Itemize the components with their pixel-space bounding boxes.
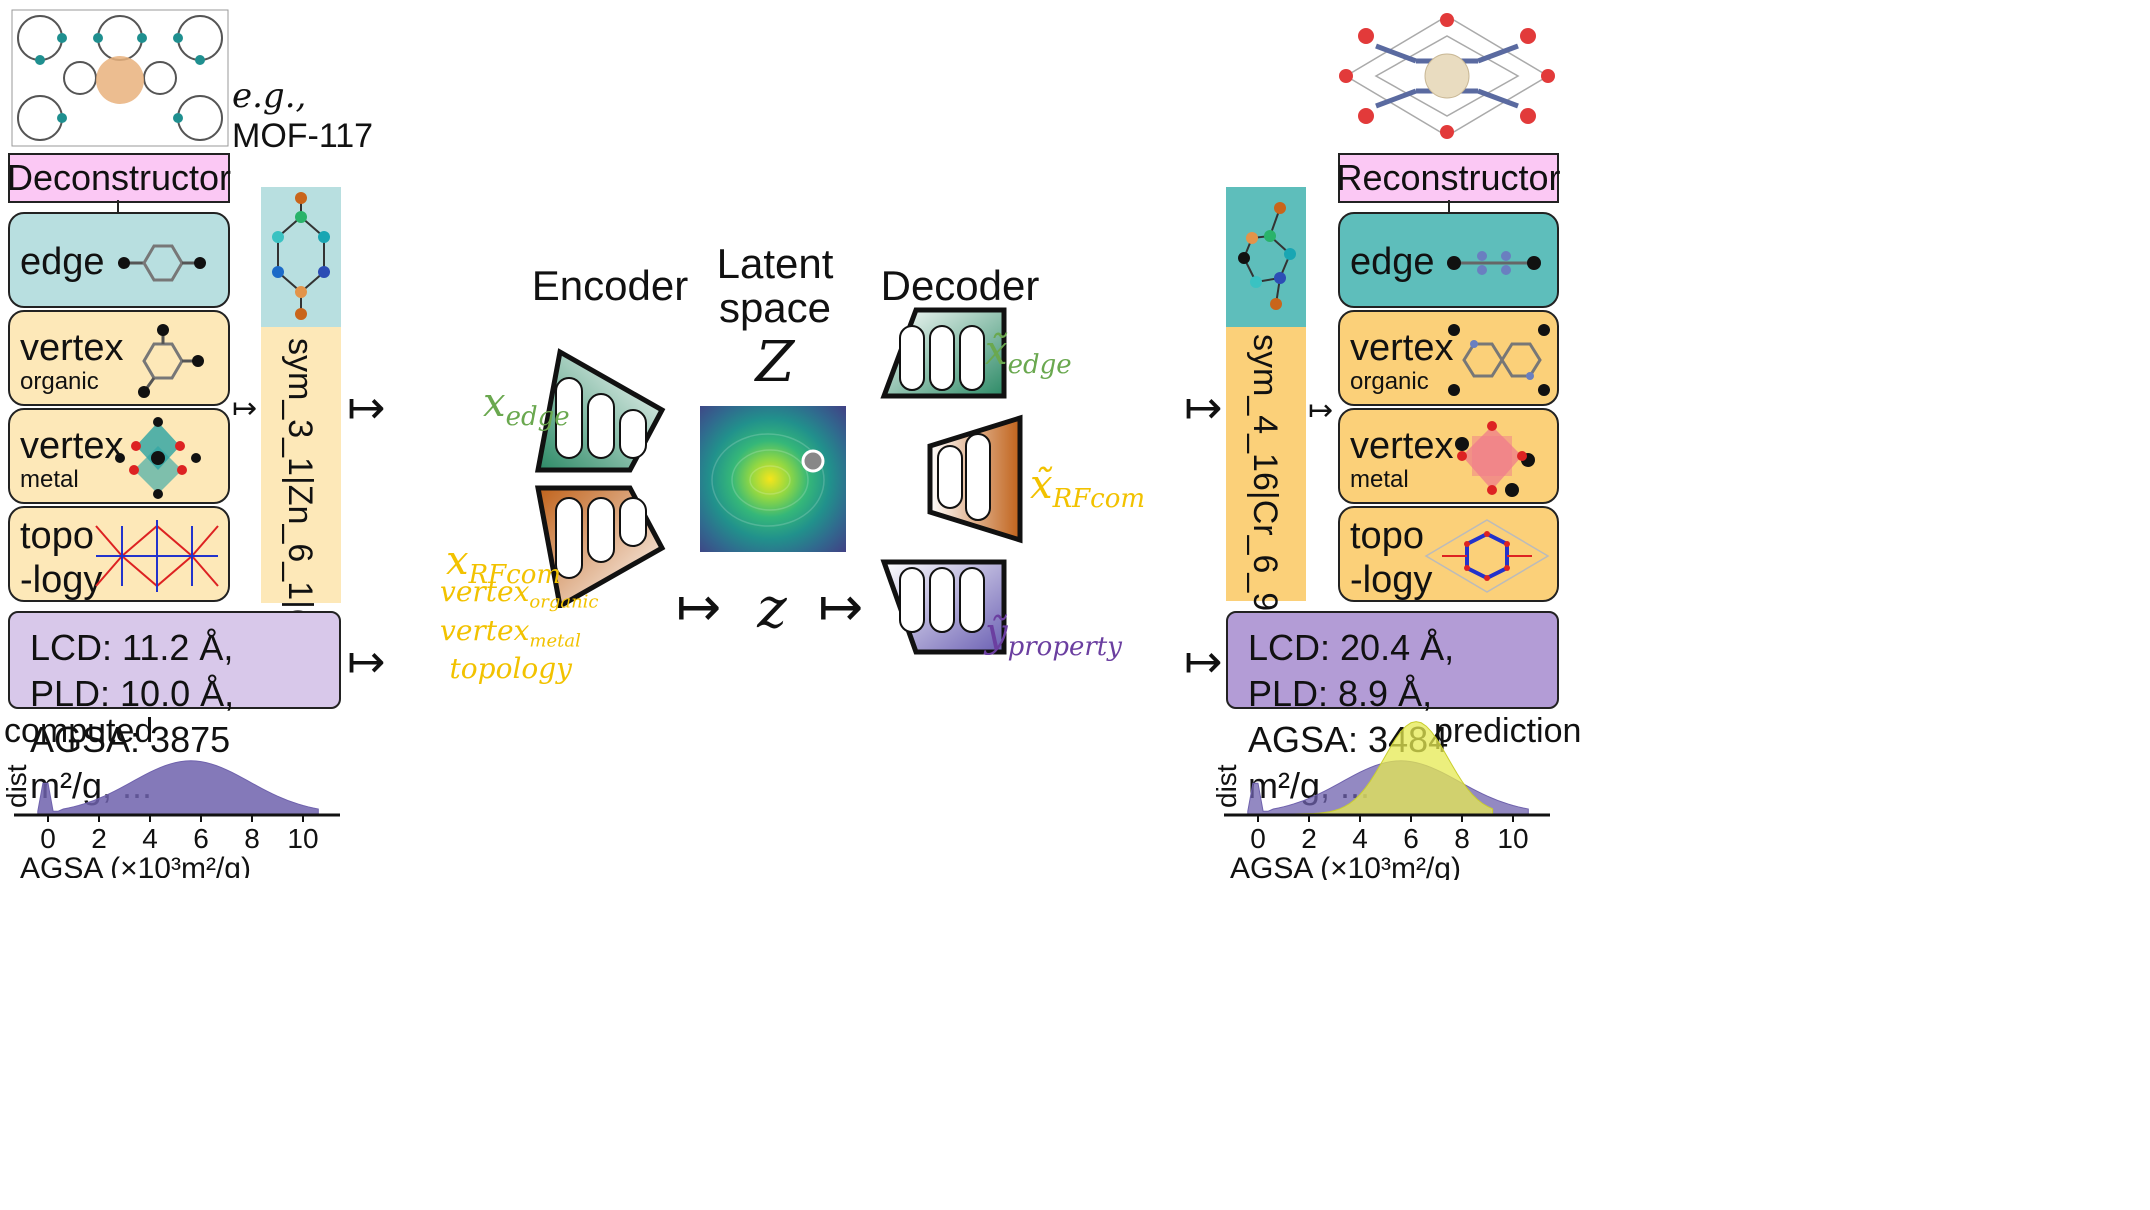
left-rfcode-graph-icon [272, 192, 330, 320]
right-edge-molecule-icon [1447, 251, 1541, 275]
right-vertex-organic-label: vertex [1350, 327, 1454, 369]
left-rfcode-vertex-part [261, 327, 341, 603]
right-hist-title: prediction [1434, 712, 1582, 750]
latent-space-heatmap [700, 406, 846, 552]
topology-net-icon [95, 520, 219, 592]
hist-xlabel: AGSA (×10³m²/g) [20, 852, 251, 878]
reconstructor-button[interactable]: Reconstructor [1336, 153, 1561, 203]
left-edge-block: edge [8, 212, 230, 308]
encoder-extra-inputs: vertexorganic vertexmetal topology [440, 575, 599, 686]
hist-xlabel: AGSA (×10³m²/g) [1230, 852, 1461, 880]
edge-molecule-icon [118, 244, 206, 282]
from-z-arrow-icon: ↦ [818, 577, 864, 637]
latent-Z-symbol: Z [755, 330, 795, 395]
left-vertex-metal-label: vertex [20, 425, 124, 467]
metal-vertex-cluster-icon [115, 417, 201, 499]
decoder-title: Decoder [880, 262, 1040, 309]
left-props-arrow-icon: ↦ [347, 635, 386, 687]
right-vertex-metal-sub: metal [1350, 466, 1409, 493]
right-rfcode-arrow-icon: ↦ [1184, 381, 1223, 433]
hist-ylabel: dist [1211, 764, 1242, 808]
predicted-distribution [1283, 721, 1494, 815]
encoder-network [534, 348, 666, 608]
hist-tick-label: 10 [287, 823, 318, 854]
right-vertex-metal-label: vertex [1350, 425, 1454, 467]
right-rfcode-text: sym_4_16|Cr_6_9|tpt [1246, 334, 1284, 658]
decoder-network [880, 307, 1023, 655]
right-properties-panel: LCD: 20.4 Å, PLD: 8.9 Å, AGSA: 3484 m²/g… [1226, 611, 1559, 806]
hist-tick-label: 6 [1403, 823, 1419, 854]
organic-vertex-molecule-icon [138, 324, 204, 398]
left-props-line1: LCD: 11.2 Å, PLD: 10.0 Å, [30, 627, 235, 714]
right-block-arrow-icon: ↦ [1308, 394, 1334, 427]
left-hist-title: computed [4, 712, 154, 750]
right-organic-vertex-icon [1448, 324, 1550, 396]
hist-tick-label: 0 [40, 823, 56, 854]
left-properties-panel: LCD: 11.2 Å, PLD: 10.0 Å, AGSA: 3875 m²/… [8, 611, 341, 806]
hist-tick-label: 10 [1497, 823, 1528, 854]
latent-z-symbol: z [757, 576, 787, 641]
left-topology-label: topo -logy [20, 515, 103, 601]
hist-tick-label: 4 [142, 823, 158, 854]
left-edge-label: edge [20, 241, 105, 283]
hist-tick-label: 8 [1454, 823, 1470, 854]
to-z-arrow-icon: ↦ [676, 577, 722, 637]
right-topology-net-icon [1424, 519, 1550, 593]
right-vertex-organic-sub: organic [1350, 368, 1429, 395]
right-topology-label: topo -logy [1350, 515, 1433, 601]
hist-tick-label: 8 [244, 823, 260, 854]
left-vertex-organic-sub: organic [20, 368, 99, 395]
right-topology-block: topo -logy [1338, 506, 1559, 602]
right-edge-block: edge [1338, 212, 1559, 308]
right-vertex-organic-block: vertex organic [1338, 310, 1559, 406]
left-vertex-metal-block: vertex metal [8, 408, 230, 504]
right-metal-cluster-icon [1455, 421, 1535, 497]
encoder-title: Encoder [531, 262, 689, 309]
example-caption: e.g., MOF-117 [232, 76, 374, 155]
latent-space-title: Latent space [716, 240, 834, 331]
left-topology-block: topo -logy [8, 506, 230, 602]
decoded-rf-label: x̃RFcom [1030, 462, 1146, 514]
left-vertex-metal-sub: metal [20, 466, 79, 493]
decoded-edge-label: x̃edge [985, 328, 1072, 380]
up-arrow-icon [1448, 200, 1450, 212]
left-block-arrow-icon: ↦ [232, 392, 258, 425]
down-arrow-icon [117, 200, 119, 212]
deconstructor-button[interactable]: Deconstructor [7, 153, 231, 203]
hist-tick-label: 2 [91, 823, 107, 854]
hist-tick-label: 2 [1301, 823, 1317, 854]
hist-tick-label: 0 [1250, 823, 1266, 854]
right-props-line1: LCD: 20.4 Å, PLD: 8.9 Å, [1248, 627, 1455, 714]
right-rfcode-vertex-part [1226, 327, 1306, 601]
left-vertex-organic-block: vertex organic [8, 310, 230, 406]
hist-ylabel: dist [1, 764, 32, 808]
right-edge-label: edge [1350, 241, 1435, 283]
generated-mof-structure-image [1339, 13, 1555, 139]
hist-tick-label: 6 [193, 823, 209, 854]
mof-117-structure-image [11, 9, 229, 147]
decoded-property-label: ỹproperty [985, 610, 1122, 662]
left-rfcode-arrow-icon: ↦ [347, 381, 386, 433]
left-vertex-organic-label: vertex [20, 327, 124, 369]
x-rf-label: xRFcom [446, 538, 562, 590]
hist-tick-label: 4 [1352, 823, 1368, 854]
right-rfcode-graph-icon [1238, 202, 1296, 310]
computed-distribution [37, 760, 319, 815]
right-props-arrow-icon: ↦ [1184, 635, 1223, 687]
x-edge-label: xedge [483, 380, 570, 432]
right-vertex-metal-block: vertex metal [1338, 408, 1559, 504]
